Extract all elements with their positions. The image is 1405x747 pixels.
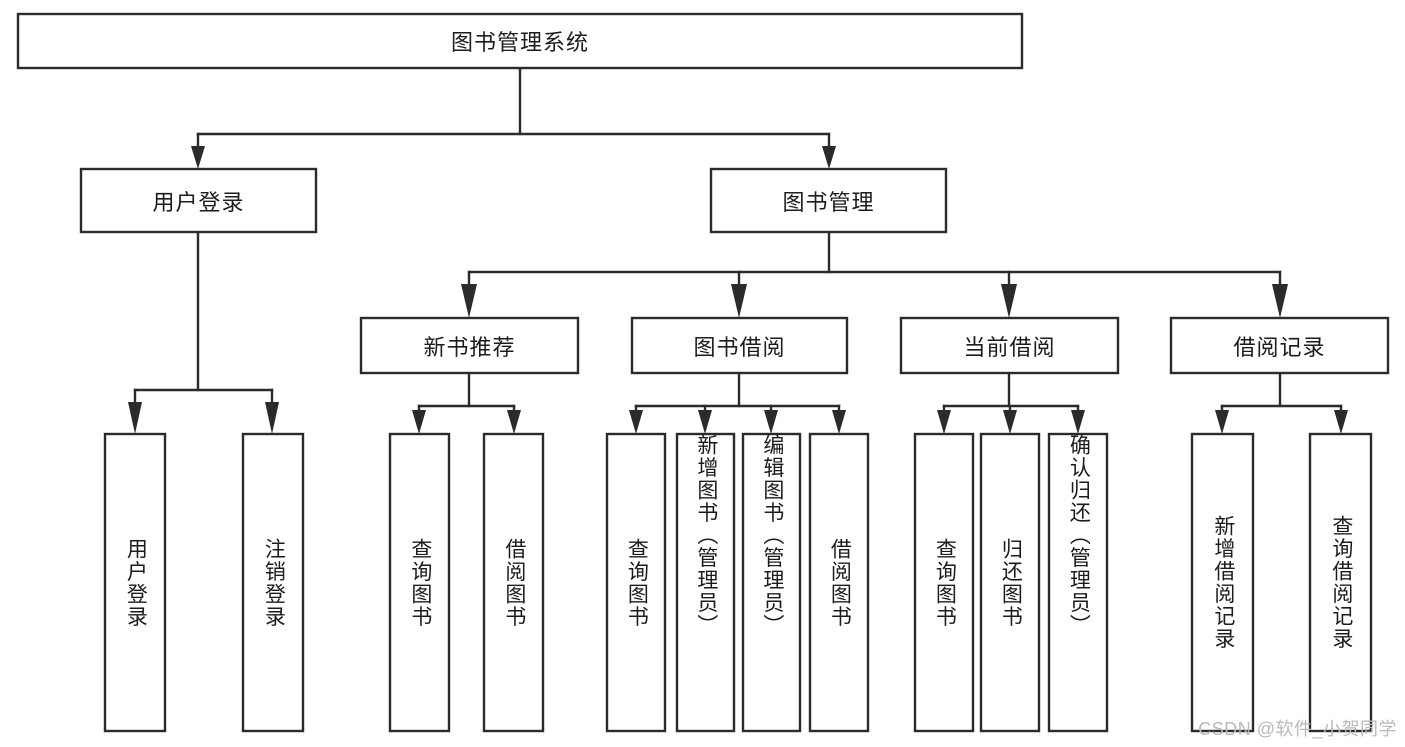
node-box-leaf-confirm-return[interactable] <box>1047 432 1109 733</box>
arrow-bb-leaf4 <box>832 410 846 434</box>
node-box-leaf-logout[interactable] <box>241 432 305 733</box>
node-box-leaf-edit-book[interactable] <box>741 432 802 733</box>
node-box-user-login[interactable] <box>79 167 318 234</box>
node-box-book-manage[interactable] <box>709 167 948 234</box>
node-box-leaf-return-book[interactable] <box>979 432 1041 733</box>
connector-group-bookborrow <box>629 371 846 434</box>
node-box-book-borrow[interactable] <box>630 316 849 375</box>
arrow-br-leaf2 <box>1334 410 1348 434</box>
connector-group-userlogin <box>128 230 279 434</box>
node-box-leaf-query-book-2[interactable] <box>605 432 667 733</box>
node-box-current-borrow[interactable] <box>899 316 1120 375</box>
node-box-leaf-user-login[interactable] <box>103 432 167 733</box>
arrow-userlogin-leaf2 <box>265 402 279 434</box>
connector-group-root <box>191 66 836 169</box>
node-box-leaf-borrow-book-2[interactable] <box>808 432 870 733</box>
node-box-leaf-add-book[interactable] <box>675 432 736 733</box>
connector-group-bookmanage <box>461 230 1288 318</box>
node-box-leaf-add-record[interactable] <box>1190 432 1255 733</box>
node-box-borrow-record[interactable] <box>1169 316 1390 375</box>
arrow-cb-leaf3 <box>1071 410 1085 434</box>
node-box-new-book-rec[interactable] <box>359 316 580 375</box>
node-box-leaf-query-record[interactable] <box>1308 432 1373 733</box>
arrow-bm-to-bookborrow <box>731 284 747 318</box>
arrow-br-leaf1 <box>1215 410 1229 434</box>
node-box-leaf-query-book-3[interactable] <box>913 432 975 733</box>
node-box-leaf-borrow-book-1[interactable] <box>482 432 545 733</box>
arrow-bb-leaf2 <box>698 410 712 434</box>
arrow-bm-to-borrowrecord <box>1272 284 1288 318</box>
arrow-bm-to-currentborrow <box>1001 284 1017 318</box>
connector-group-currentborrow <box>937 371 1085 434</box>
arrow-bm-to-newbook <box>461 284 477 318</box>
arrow-userlogin-leaf1 <box>128 402 142 434</box>
arrow-newbook-leaf2 <box>507 410 521 434</box>
node-box-leaf-query-book-1[interactable] <box>388 432 451 733</box>
connector-group-borrowrecord <box>1215 371 1348 434</box>
arrow-root-to-userlogin <box>191 146 205 169</box>
connector-group-newbookrec <box>412 371 521 434</box>
node-box-root[interactable] <box>16 12 1024 70</box>
arrow-cb-leaf2 <box>1003 410 1017 434</box>
arrow-bb-leaf1 <box>629 410 643 434</box>
arrow-newbook-leaf1 <box>412 410 426 434</box>
arrow-bb-leaf3 <box>764 410 778 434</box>
arrow-cb-leaf1 <box>937 410 951 434</box>
arrow-root-to-bookmanage <box>822 146 836 169</box>
